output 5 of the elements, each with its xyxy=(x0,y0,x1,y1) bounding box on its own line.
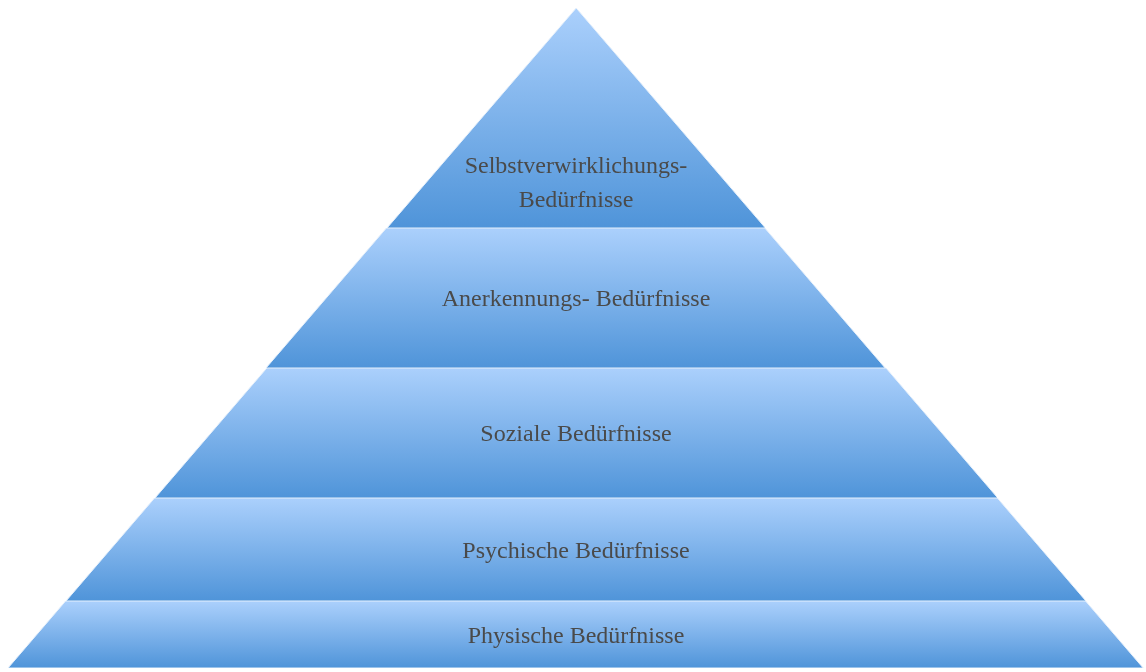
tier-label: Selbstverwirklichungs- Bedürfnisse xyxy=(463,151,689,214)
tier-label: Soziale Bedürfnisse xyxy=(480,419,672,448)
tier-label: Physische Bedürfnisse xyxy=(467,620,685,650)
tier-label: Psychische Bedürfnisse xyxy=(462,535,690,565)
tier-label: Anerkennungs- Bedürfnisse xyxy=(441,284,711,313)
